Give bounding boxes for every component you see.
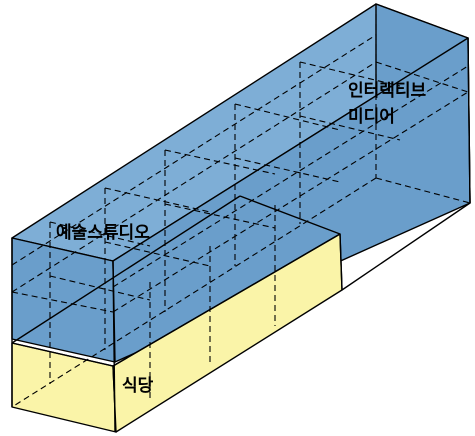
front-vertical-edge: [112, 260, 116, 433]
cafeteria-back-edge: [239, 195, 341, 235]
interactive-media-label-line2: 미디어: [348, 107, 395, 127]
art-studio-label: 예술스튜디오: [56, 223, 150, 243]
right-vertical-edge: [467, 37, 471, 204]
cafeteria-label: 식당: [122, 376, 154, 396]
cafeteria-left-edge: [11, 195, 241, 344]
interactive-media-label-line1: 인터랙티브: [348, 81, 427, 101]
hidden-lines: [11, 4, 471, 408]
cafeteria-corner-edge: [339, 233, 343, 291]
bottom-right-edge: [341, 202, 471, 291]
cafeteria-top-edge: [11, 233, 341, 367]
